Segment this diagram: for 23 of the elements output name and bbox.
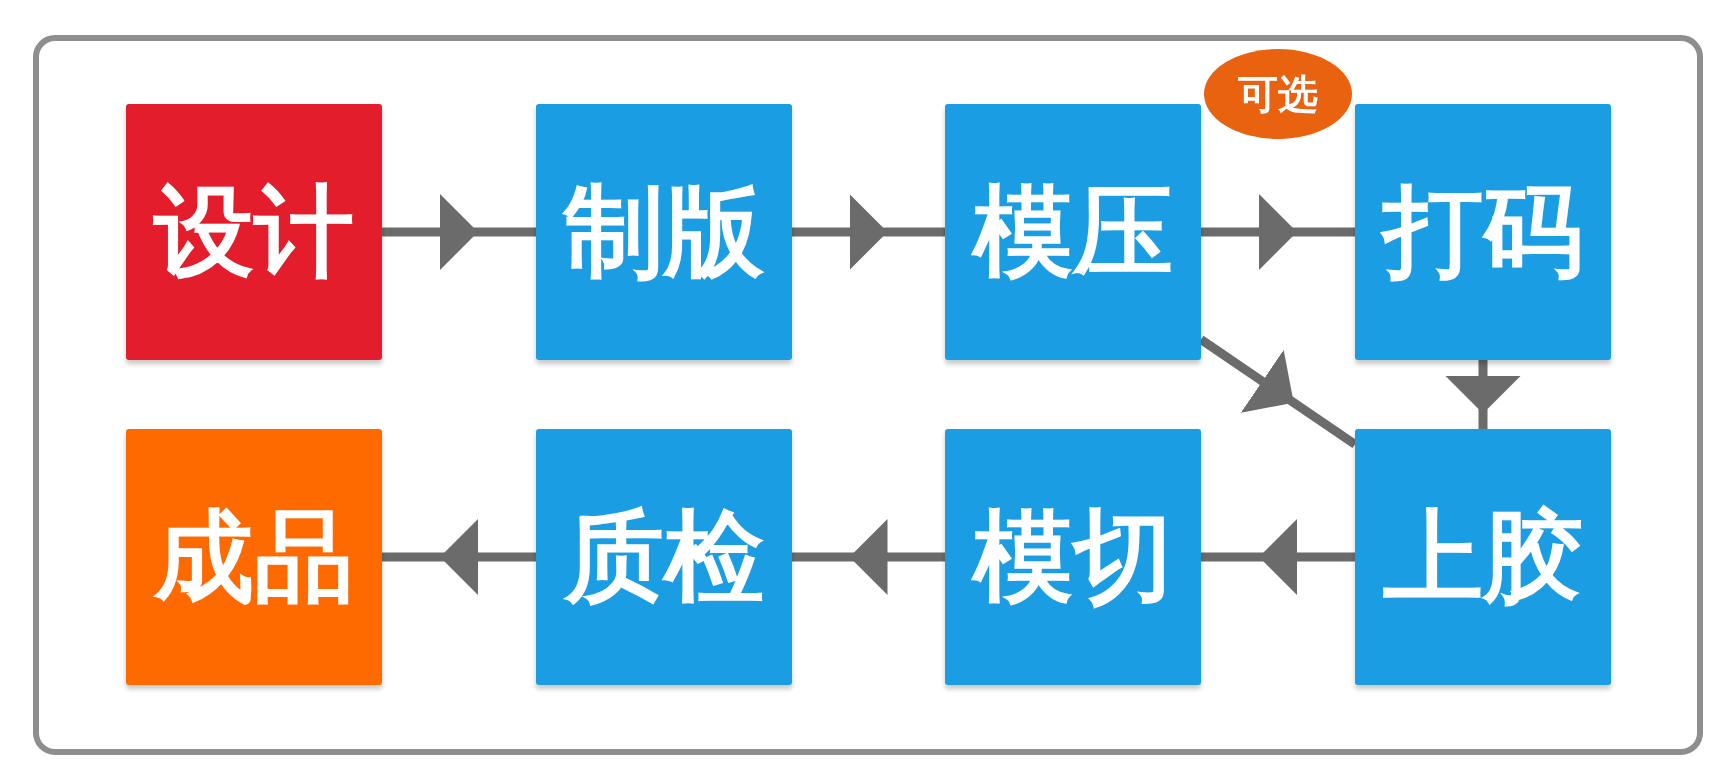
arrow bbox=[1201, 194, 1355, 270]
arrow bbox=[382, 519, 536, 595]
step-label: 制版 bbox=[564, 177, 764, 287]
step-label: 模切 bbox=[973, 502, 1173, 612]
process-box bbox=[945, 104, 1201, 360]
arrow bbox=[1201, 519, 1355, 595]
arrow bbox=[1445, 360, 1521, 429]
arrow bbox=[792, 194, 945, 270]
process-box bbox=[1355, 429, 1611, 685]
tag-label: 可选 bbox=[1238, 72, 1318, 116]
step-label: 模压 bbox=[973, 177, 1173, 287]
step-label: 上胶 bbox=[1383, 502, 1583, 612]
process-box bbox=[536, 429, 792, 685]
step-label: 成品 bbox=[154, 502, 354, 612]
process-box bbox=[126, 104, 382, 360]
process-box bbox=[945, 429, 1201, 685]
process-box bbox=[126, 429, 382, 685]
step-label: 设计 bbox=[154, 177, 354, 287]
process-box bbox=[536, 104, 792, 360]
arrow bbox=[792, 519, 945, 595]
process-box bbox=[1355, 104, 1611, 360]
arrow bbox=[382, 194, 536, 270]
step-label: 质检 bbox=[564, 502, 764, 612]
